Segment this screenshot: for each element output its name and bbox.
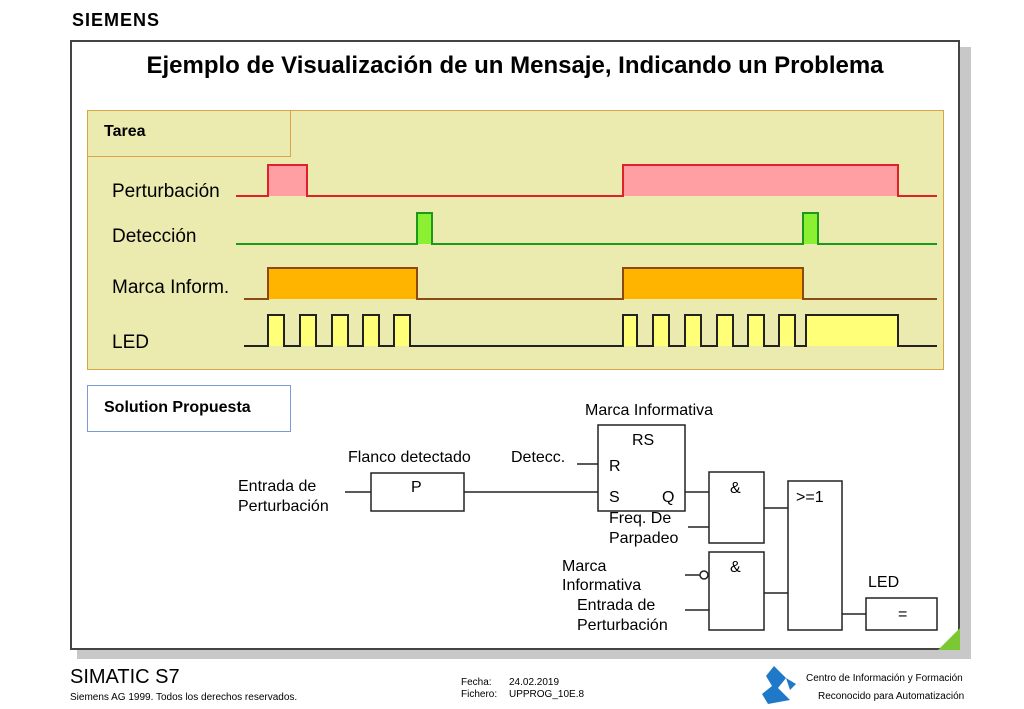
and-block-2: [708, 551, 765, 631]
fichero-value: UPPROG_10E.8: [509, 689, 585, 700]
corner-triangle-icon: [938, 628, 960, 650]
entrada-de-label: Entrada de: [238, 478, 317, 495]
recognized-label: Reconocido para Automatización: [818, 691, 965, 702]
waveform-marca: [244, 267, 937, 300]
training-center-logo-icon: [762, 666, 796, 704]
pulse: [417, 213, 432, 244]
pulse: [268, 268, 417, 299]
signal-label-perturbacion: Perturbación: [112, 181, 220, 202]
pulse: [268, 165, 307, 196]
pulse: [623, 268, 803, 299]
signal-label-deteccion: Detección: [112, 226, 197, 247]
slide-title: Ejemplo de Visualización de un Mensaje, …: [146, 52, 884, 79]
perturbacion-2-label: Perturbación: [577, 617, 668, 634]
p-block-label: P: [411, 479, 422, 496]
signal-label-marca: Marca Inform.: [112, 277, 230, 298]
solution-tab: Solution Propuesta: [87, 385, 291, 432]
fecha-label: Fecha:: [461, 677, 492, 688]
rs-s-pin: S: [609, 489, 620, 506]
signal-label-led: LED: [112, 332, 149, 353]
assign-label: =: [898, 606, 908, 623]
and2-label: &: [730, 559, 741, 576]
entrada-de-2-label: Entrada de: [577, 597, 656, 614]
waveform-led: [244, 314, 937, 347]
or-block: [787, 480, 843, 631]
logic-diagram: [345, 424, 938, 631]
center-label: Centro de Información y Formación: [806, 673, 963, 684]
p-block: [370, 472, 465, 512]
rs-block: [597, 424, 686, 512]
task-tab: Tarea: [87, 110, 291, 157]
led-output-label: LED: [868, 574, 900, 591]
perturbacion-label: Perturbación: [238, 498, 329, 515]
rs-q-pin: Q: [662, 489, 675, 506]
fichero-label: Fichero:: [461, 689, 498, 700]
marca-label: Marca: [562, 558, 607, 575]
siemens-logo: SIEMENS: [72, 10, 161, 30]
waveform-deteccion: [236, 212, 937, 245]
rs-r-pin: R: [609, 458, 621, 475]
waveform-perturbacion: [236, 164, 937, 197]
negation-circle: [699, 570, 709, 580]
pulse: [623, 165, 898, 196]
informativa-label: Informativa: [562, 577, 642, 594]
task-panel: [87, 110, 944, 370]
assign-block: [865, 597, 938, 631]
marca-informativa-label: Marca Informativa: [585, 402, 714, 419]
rs-title: RS: [632, 432, 655, 449]
or-label: >=1: [796, 489, 824, 506]
fecha-value: 24.02.2019: [509, 677, 560, 688]
and-block-1: [708, 471, 765, 544]
product-name: SIMATIC S7: [70, 666, 180, 688]
pulse: [803, 213, 818, 244]
flanco-detectado-label: Flanco detectado: [348, 449, 471, 466]
copyright: Siemens AG 1999. Todos los derechos rese…: [70, 692, 298, 703]
and1-label: &: [730, 480, 741, 497]
detecc-label: Detecc.: [511, 449, 566, 466]
freq-de-label: Freq. De: [609, 510, 672, 527]
parpadeo-label: Parpadeo: [609, 530, 679, 547]
